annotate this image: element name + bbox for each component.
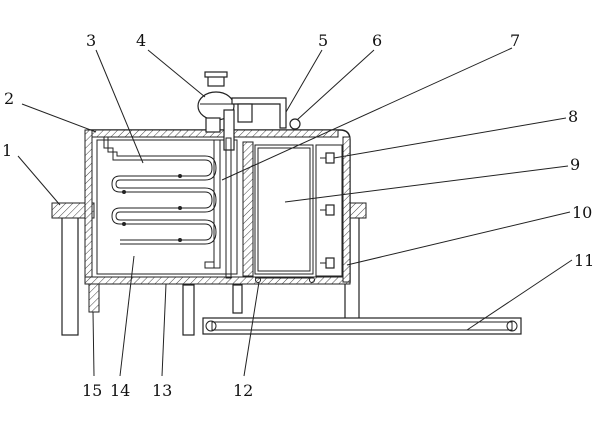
callout-12: 12 bbox=[233, 381, 253, 400]
heating-coil bbox=[103, 137, 217, 245]
outlet-pipe bbox=[223, 97, 287, 151]
callout-7: 7 bbox=[510, 31, 520, 50]
inner-tube bbox=[225, 137, 232, 279]
callout-9: 9 bbox=[570, 155, 580, 174]
callout-3: 3 bbox=[86, 31, 96, 50]
callout-8: 8 bbox=[568, 107, 578, 126]
inner-chamber bbox=[96, 139, 238, 275]
base-rail bbox=[202, 317, 522, 335]
sensor-column bbox=[315, 144, 343, 277]
callout-5: 5 bbox=[318, 31, 328, 50]
callout-2: 2 bbox=[4, 89, 14, 108]
callout-15: 15 bbox=[82, 381, 102, 400]
callout-11: 11 bbox=[574, 251, 594, 270]
callout-13: 13 bbox=[152, 381, 172, 400]
callout-10: 10 bbox=[572, 203, 592, 222]
drain-pipe bbox=[88, 283, 100, 313]
callout-4: 4 bbox=[136, 31, 146, 50]
leader-lines bbox=[17, 47, 573, 377]
callout-labels: 1 2 3 4 5 6 7 8 9 10 11 12 13 14 15 bbox=[2, 31, 594, 400]
delivery-pipe bbox=[204, 139, 221, 269]
left-support-leg bbox=[61, 204, 79, 336]
callout-6: 6 bbox=[372, 31, 382, 50]
middle-support-leg bbox=[182, 284, 243, 336]
valve bbox=[289, 118, 301, 130]
left-flange bbox=[51, 202, 95, 219]
filter-chamber bbox=[242, 141, 315, 283]
outer-housing bbox=[84, 129, 351, 285]
callout-14: 14 bbox=[110, 381, 130, 400]
callout-1: 1 bbox=[2, 141, 12, 160]
